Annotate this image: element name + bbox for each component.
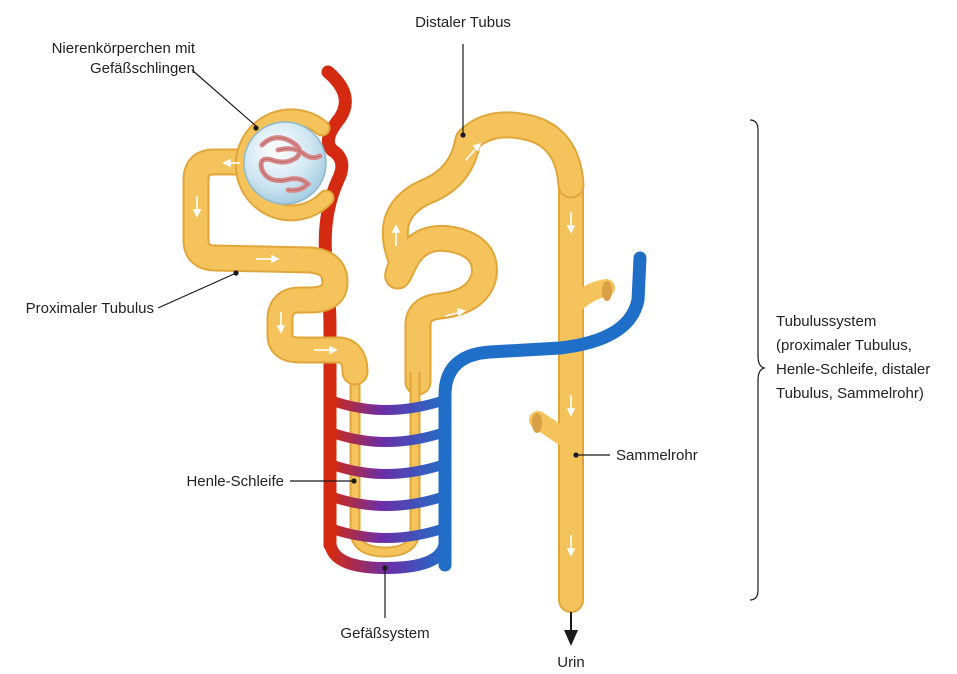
leader-dot [382, 565, 387, 570]
leader-line [158, 274, 234, 308]
label-gefaesssystem: Gefäßsystem [340, 625, 429, 642]
label-henle-schleife: Henle-Schleife [186, 473, 284, 490]
label-nierenkoerperchen-line1: Nierenkörperchen mit [52, 40, 196, 57]
urine-arrow [564, 612, 578, 646]
labels: Nierenkörperchen mit Gefäßschlingen Dist… [26, 14, 931, 671]
capillary-network [330, 400, 445, 568]
henle-loop [355, 372, 415, 552]
label-tubulussystem-line2: (proximaler Tubulus, [776, 337, 912, 354]
tubulussystem-brace [750, 120, 764, 600]
label-sammelrohr: Sammelrohr [616, 447, 698, 464]
label-nierenkoerperchen-line2: Gefäßschlingen [90, 60, 195, 77]
label-proximaler-tubulus: Proximaler Tubulus [26, 300, 154, 317]
leader-dot [253, 125, 258, 130]
label-urin: Urin [557, 654, 585, 671]
label-tubulussystem-line1: Tubulussystem [776, 313, 876, 330]
leader-dot [351, 478, 356, 483]
label-tubulussystem-line4: Tubulus, Sammelrohr) [776, 385, 924, 402]
leader-dot [573, 452, 578, 457]
collecting-duct [532, 185, 612, 600]
leader-dot [233, 270, 238, 275]
leader-line [192, 70, 256, 126]
label-tubulussystem-line3: Henle-Schleife, distaler [776, 361, 930, 378]
leader-dot [460, 132, 465, 137]
renal-corpuscle [243, 117, 326, 213]
label-distaler-tubus: Distaler Tubus [415, 14, 511, 31]
